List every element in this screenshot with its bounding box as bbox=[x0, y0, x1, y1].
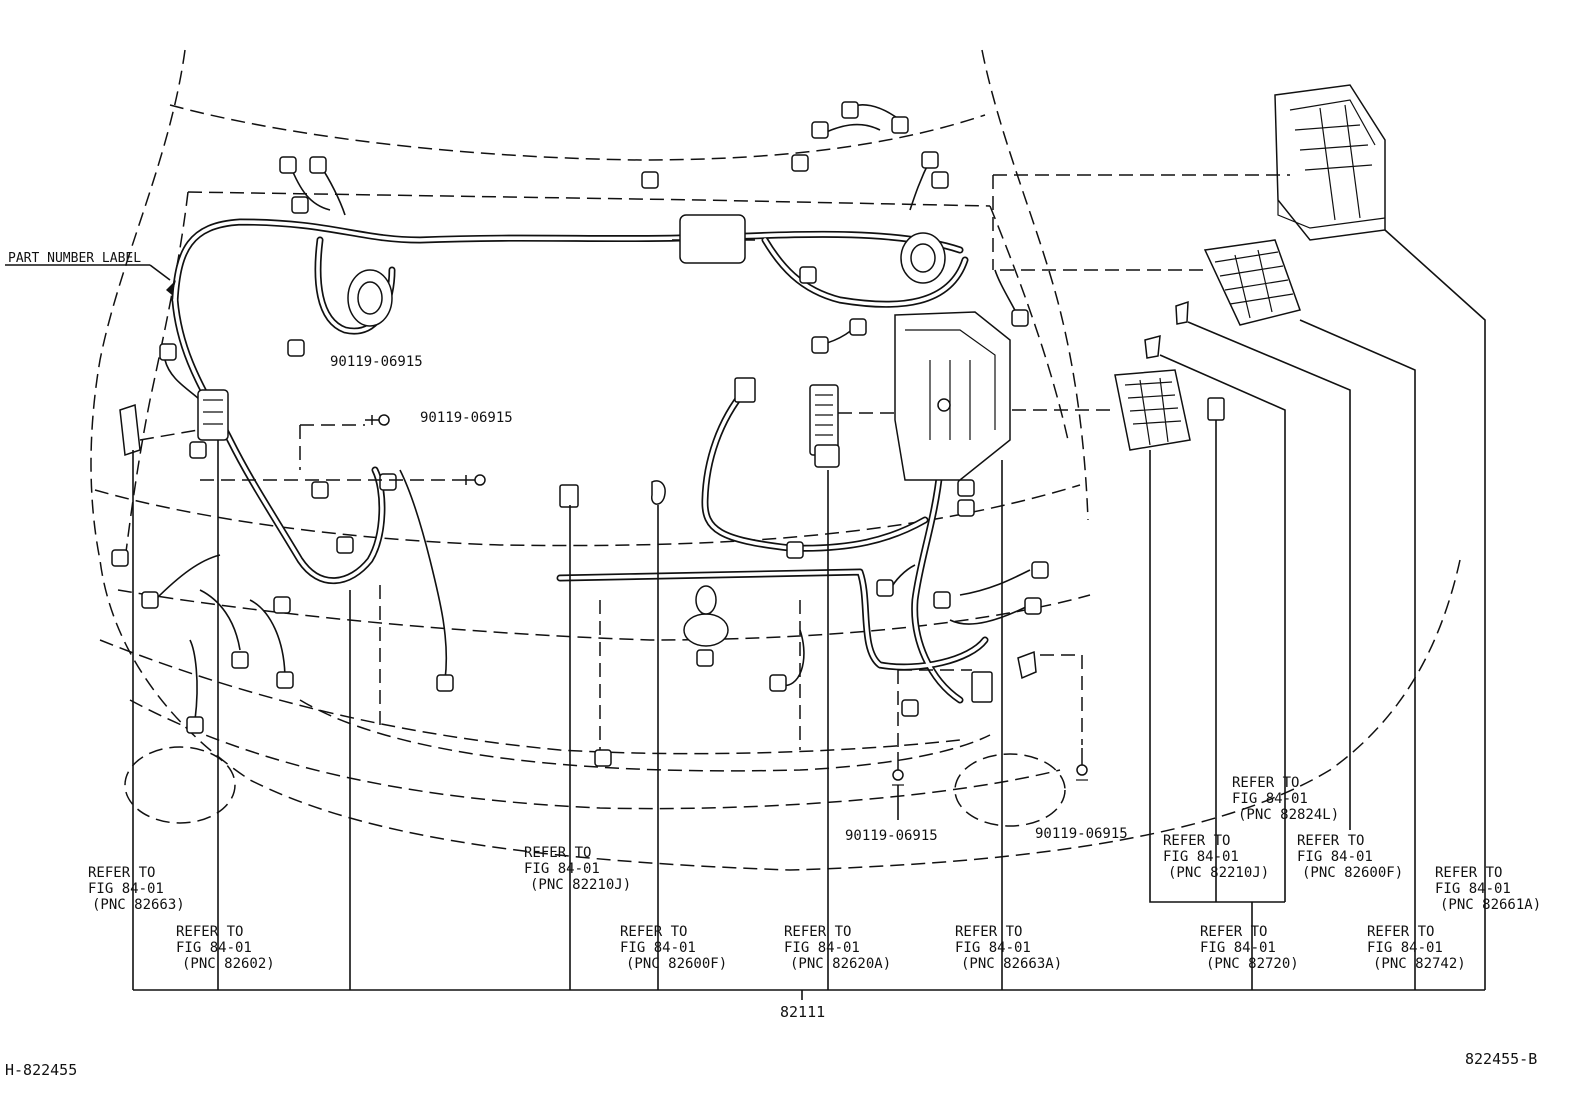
bolt-label-1: 90119-06915 bbox=[330, 354, 423, 370]
bolt-icon-1 bbox=[365, 414, 390, 426]
main-part-number: 82111 bbox=[780, 1003, 825, 1021]
connector-17 bbox=[641, 171, 659, 189]
connector-26 bbox=[799, 266, 817, 284]
connector-6 bbox=[189, 441, 207, 459]
connector-30 bbox=[933, 591, 951, 609]
bolt-label-2: 90119-06915 bbox=[420, 410, 513, 426]
connector-33 bbox=[957, 479, 975, 497]
connector-37 bbox=[901, 699, 919, 717]
connector-25 bbox=[811, 336, 829, 354]
connector-16 bbox=[111, 549, 129, 567]
part-number-label-text: PART NUMBER LABEL bbox=[8, 251, 141, 266]
bolt-icon-4 bbox=[1076, 748, 1088, 781]
connector-29 bbox=[876, 579, 894, 597]
connector-38 bbox=[594, 749, 612, 767]
connector-21 bbox=[891, 116, 909, 134]
bolt-label-3: 90119-06915 bbox=[845, 828, 938, 844]
connector-19 bbox=[811, 121, 829, 139]
callout-leader-lines bbox=[5, 229, 1486, 1000]
connector-5 bbox=[159, 343, 177, 361]
connector-8 bbox=[336, 536, 354, 554]
footer-left-code: H-822455 bbox=[5, 1061, 77, 1079]
connector-22 bbox=[931, 171, 949, 189]
connector-28 bbox=[786, 541, 804, 559]
harness-components bbox=[111, 84, 1386, 786]
connector-7 bbox=[311, 481, 329, 499]
connector-23 bbox=[921, 151, 939, 169]
connector-24 bbox=[849, 318, 867, 336]
vehicle-body-outline bbox=[90, 49, 1461, 871]
connector-13 bbox=[186, 716, 204, 734]
connector-1 bbox=[279, 156, 297, 174]
connector-18 bbox=[791, 154, 809, 172]
bolt-icon-3 bbox=[892, 752, 904, 786]
bolt-label-4: 90119-06915 bbox=[1035, 826, 1128, 842]
footer-right-code: 822455-B bbox=[1465, 1050, 1537, 1068]
diagram-labels: PART NUMBER LABEL 90119-06915 90119-0691… bbox=[5, 251, 1541, 1079]
bolt-icon-2 bbox=[458, 474, 486, 486]
exploded-leader-lines bbox=[139, 174, 1290, 750]
connector-4 bbox=[287, 339, 305, 357]
connector-14 bbox=[436, 674, 454, 692]
connector-36 bbox=[696, 649, 714, 667]
connector-34 bbox=[957, 499, 975, 517]
connector-35 bbox=[769, 674, 787, 692]
connector-31 bbox=[1031, 561, 1049, 579]
connector-10 bbox=[141, 591, 159, 609]
connector-15 bbox=[273, 596, 291, 614]
connector-3 bbox=[291, 196, 309, 214]
connector-32 bbox=[1024, 597, 1042, 615]
connector-20 bbox=[841, 101, 859, 119]
connector-9 bbox=[379, 473, 397, 491]
connector-11 bbox=[231, 651, 249, 669]
connector-2 bbox=[309, 156, 327, 174]
connector-27 bbox=[1011, 309, 1029, 327]
connector-12 bbox=[276, 671, 294, 689]
